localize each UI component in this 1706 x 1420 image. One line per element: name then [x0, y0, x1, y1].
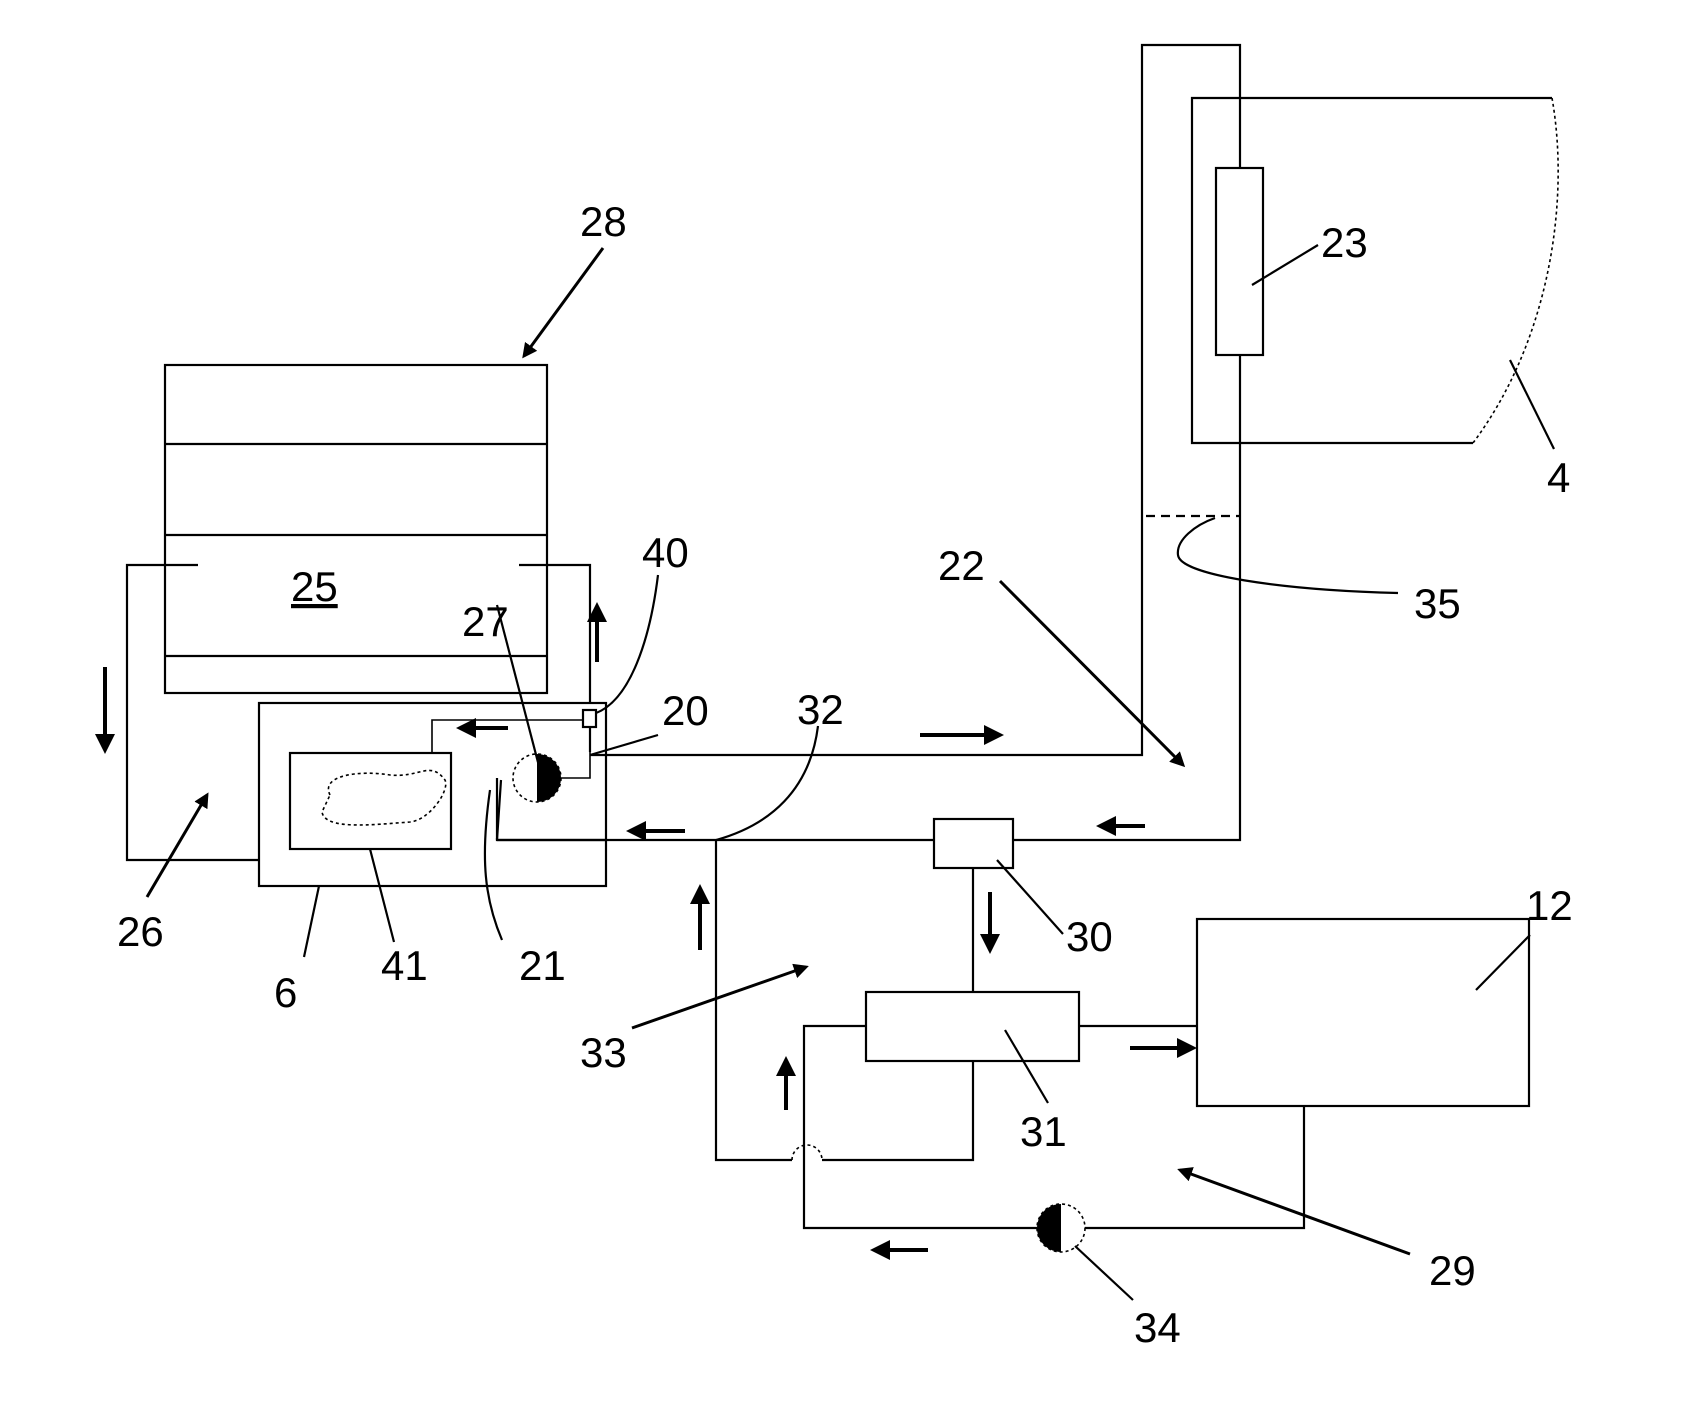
main-pipe: [497, 45, 1240, 840]
label-27: 27: [462, 598, 509, 645]
unit-4: [1192, 98, 1558, 443]
label-41: 41: [381, 942, 428, 989]
label-6: 6: [274, 969, 297, 1016]
label-32: 32: [797, 686, 844, 733]
label-20: 20: [662, 687, 709, 734]
component-30: [934, 819, 1013, 868]
label-21: 21: [519, 942, 566, 989]
label-23: 23: [1321, 219, 1368, 266]
component-12: [1197, 919, 1529, 1106]
label-33: 33: [580, 1029, 627, 1076]
label-35: 35: [1414, 580, 1461, 627]
pump-34-icon: [1037, 1204, 1085, 1252]
label-30: 30: [1066, 913, 1113, 960]
label-40: 40: [642, 529, 689, 576]
label-4: 4: [1547, 454, 1570, 501]
label-22: 22: [938, 542, 985, 589]
label-29: 29: [1429, 1247, 1476, 1294]
label-28: 28: [580, 198, 627, 245]
label-26: 26: [117, 908, 164, 955]
component-31: [866, 992, 1079, 1061]
label-25: 25: [291, 563, 338, 610]
label-31: 31: [1020, 1108, 1067, 1155]
label-34: 34: [1134, 1304, 1181, 1351]
label-12: 12: [1526, 882, 1573, 929]
